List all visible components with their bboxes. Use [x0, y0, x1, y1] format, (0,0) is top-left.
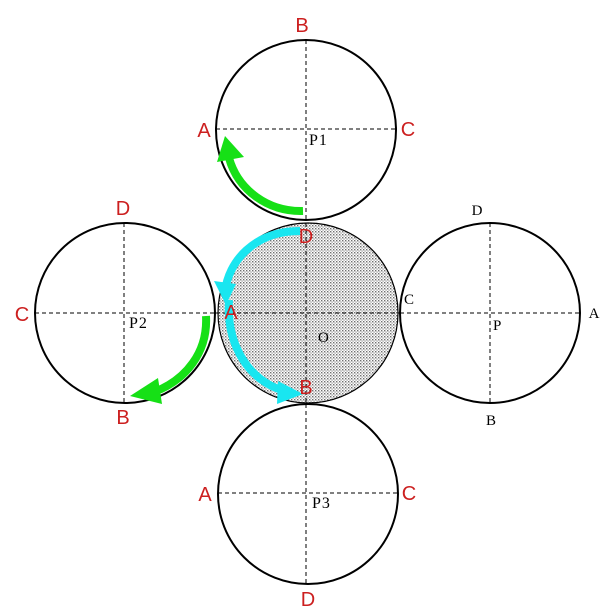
center-label-d: D [299, 226, 313, 248]
center-label-a: A [224, 302, 238, 324]
circle-p [399, 222, 581, 404]
center-rotation-arrow-lower [224, 299, 287, 395]
p-label-d: D [472, 203, 483, 219]
center-rotation-arrow [221, 227, 301, 293]
p1-name: P1 [309, 132, 328, 149]
p1-label-c: C [401, 119, 415, 141]
p1-label-b: B [295, 15, 308, 37]
p2-rotation-arrow [152, 315, 211, 396]
p3-label-c: C [402, 483, 416, 505]
p-name: P [493, 318, 501, 334]
center-arrow-head-upper [214, 281, 236, 305]
p2-label-b: B [116, 407, 129, 429]
circle-p2 [34, 222, 216, 404]
p2-label-c: C [15, 304, 29, 326]
circle-p1 [215, 39, 397, 221]
p2-arrow-head [130, 378, 162, 404]
p-label-a: A [589, 306, 600, 322]
center-arrow-head-lower [277, 381, 303, 404]
p2-name: P2 [129, 315, 148, 332]
center-label-c: C [404, 292, 414, 308]
p3-name: P3 [312, 495, 331, 512]
p2-label-d: D [116, 198, 130, 220]
p3-label-a: A [198, 484, 212, 506]
p-label-b: B [486, 413, 496, 429]
p1-arrow-head [217, 136, 244, 162]
p1-rotation-arrow [225, 156, 304, 216]
p1-label-a: A [197, 120, 211, 142]
center-label-b: B [299, 377, 312, 399]
center-name: O [318, 330, 329, 346]
circle-p3 [217, 403, 399, 585]
p3-label-d: D [301, 589, 315, 611]
